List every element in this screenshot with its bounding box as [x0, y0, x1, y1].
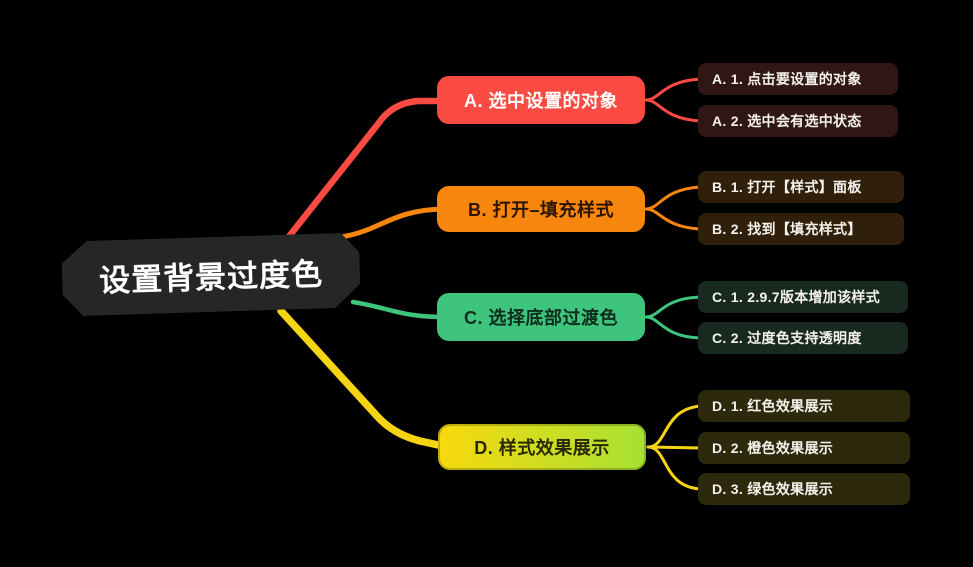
branch-c-connector: [350, 299, 446, 320]
subtopic-d-2[interactable]: D. 2. 橙色效果展示: [698, 432, 910, 464]
branch-node-d[interactable]: D. 样式效果展示: [438, 424, 646, 470]
branch-node-a[interactable]: A. 选中设置的对象: [437, 76, 645, 124]
subtopic-a-2[interactable]: A. 2. 选中会有选中状态: [698, 105, 898, 137]
subtopic-b-1[interactable]: B. 1. 打开【样式】面板: [698, 171, 904, 203]
subtopic-d1-connector: [646, 404, 703, 449]
subtopic-b1-connector: [644, 185, 703, 211]
subtopic-a1-connector: [644, 77, 703, 102]
subtopic-c-2[interactable]: C. 2. 过度色支持透明度: [698, 322, 908, 354]
subtopic-d-1[interactable]: D. 1. 红色效果展示: [698, 390, 910, 422]
branch-b-connector: [338, 206, 446, 240]
subtopic-a-1[interactable]: A. 1. 点击要设置的对象: [698, 63, 898, 95]
subtopic-c-1[interactable]: C. 1. 2.9.7版本增加该样式: [698, 281, 908, 313]
branch-node-b[interactable]: B. 打开–填充样式: [437, 186, 645, 232]
branch-a-connector: [279, 97, 447, 248]
subtopic-c2-connector: [644, 315, 703, 340]
subtopic-b-2[interactable]: B. 2. 找到【填充样式】: [698, 213, 904, 245]
subtopic-d-3[interactable]: D. 3. 绿色效果展示: [698, 473, 910, 505]
subtopic-d3-connector: [646, 445, 703, 491]
subtopic-c1-connector: [644, 295, 703, 319]
central-topic-node[interactable]: 设置背景过度色: [61, 232, 361, 316]
branch-node-c[interactable]: C. 选择底部过渡色: [437, 293, 645, 341]
subtopic-d2-connector: [646, 445, 703, 450]
branch-d-connector: [277, 307, 447, 450]
subtopic-a2-connector: [644, 98, 703, 123]
subtopic-b2-connector: [644, 207, 703, 231]
